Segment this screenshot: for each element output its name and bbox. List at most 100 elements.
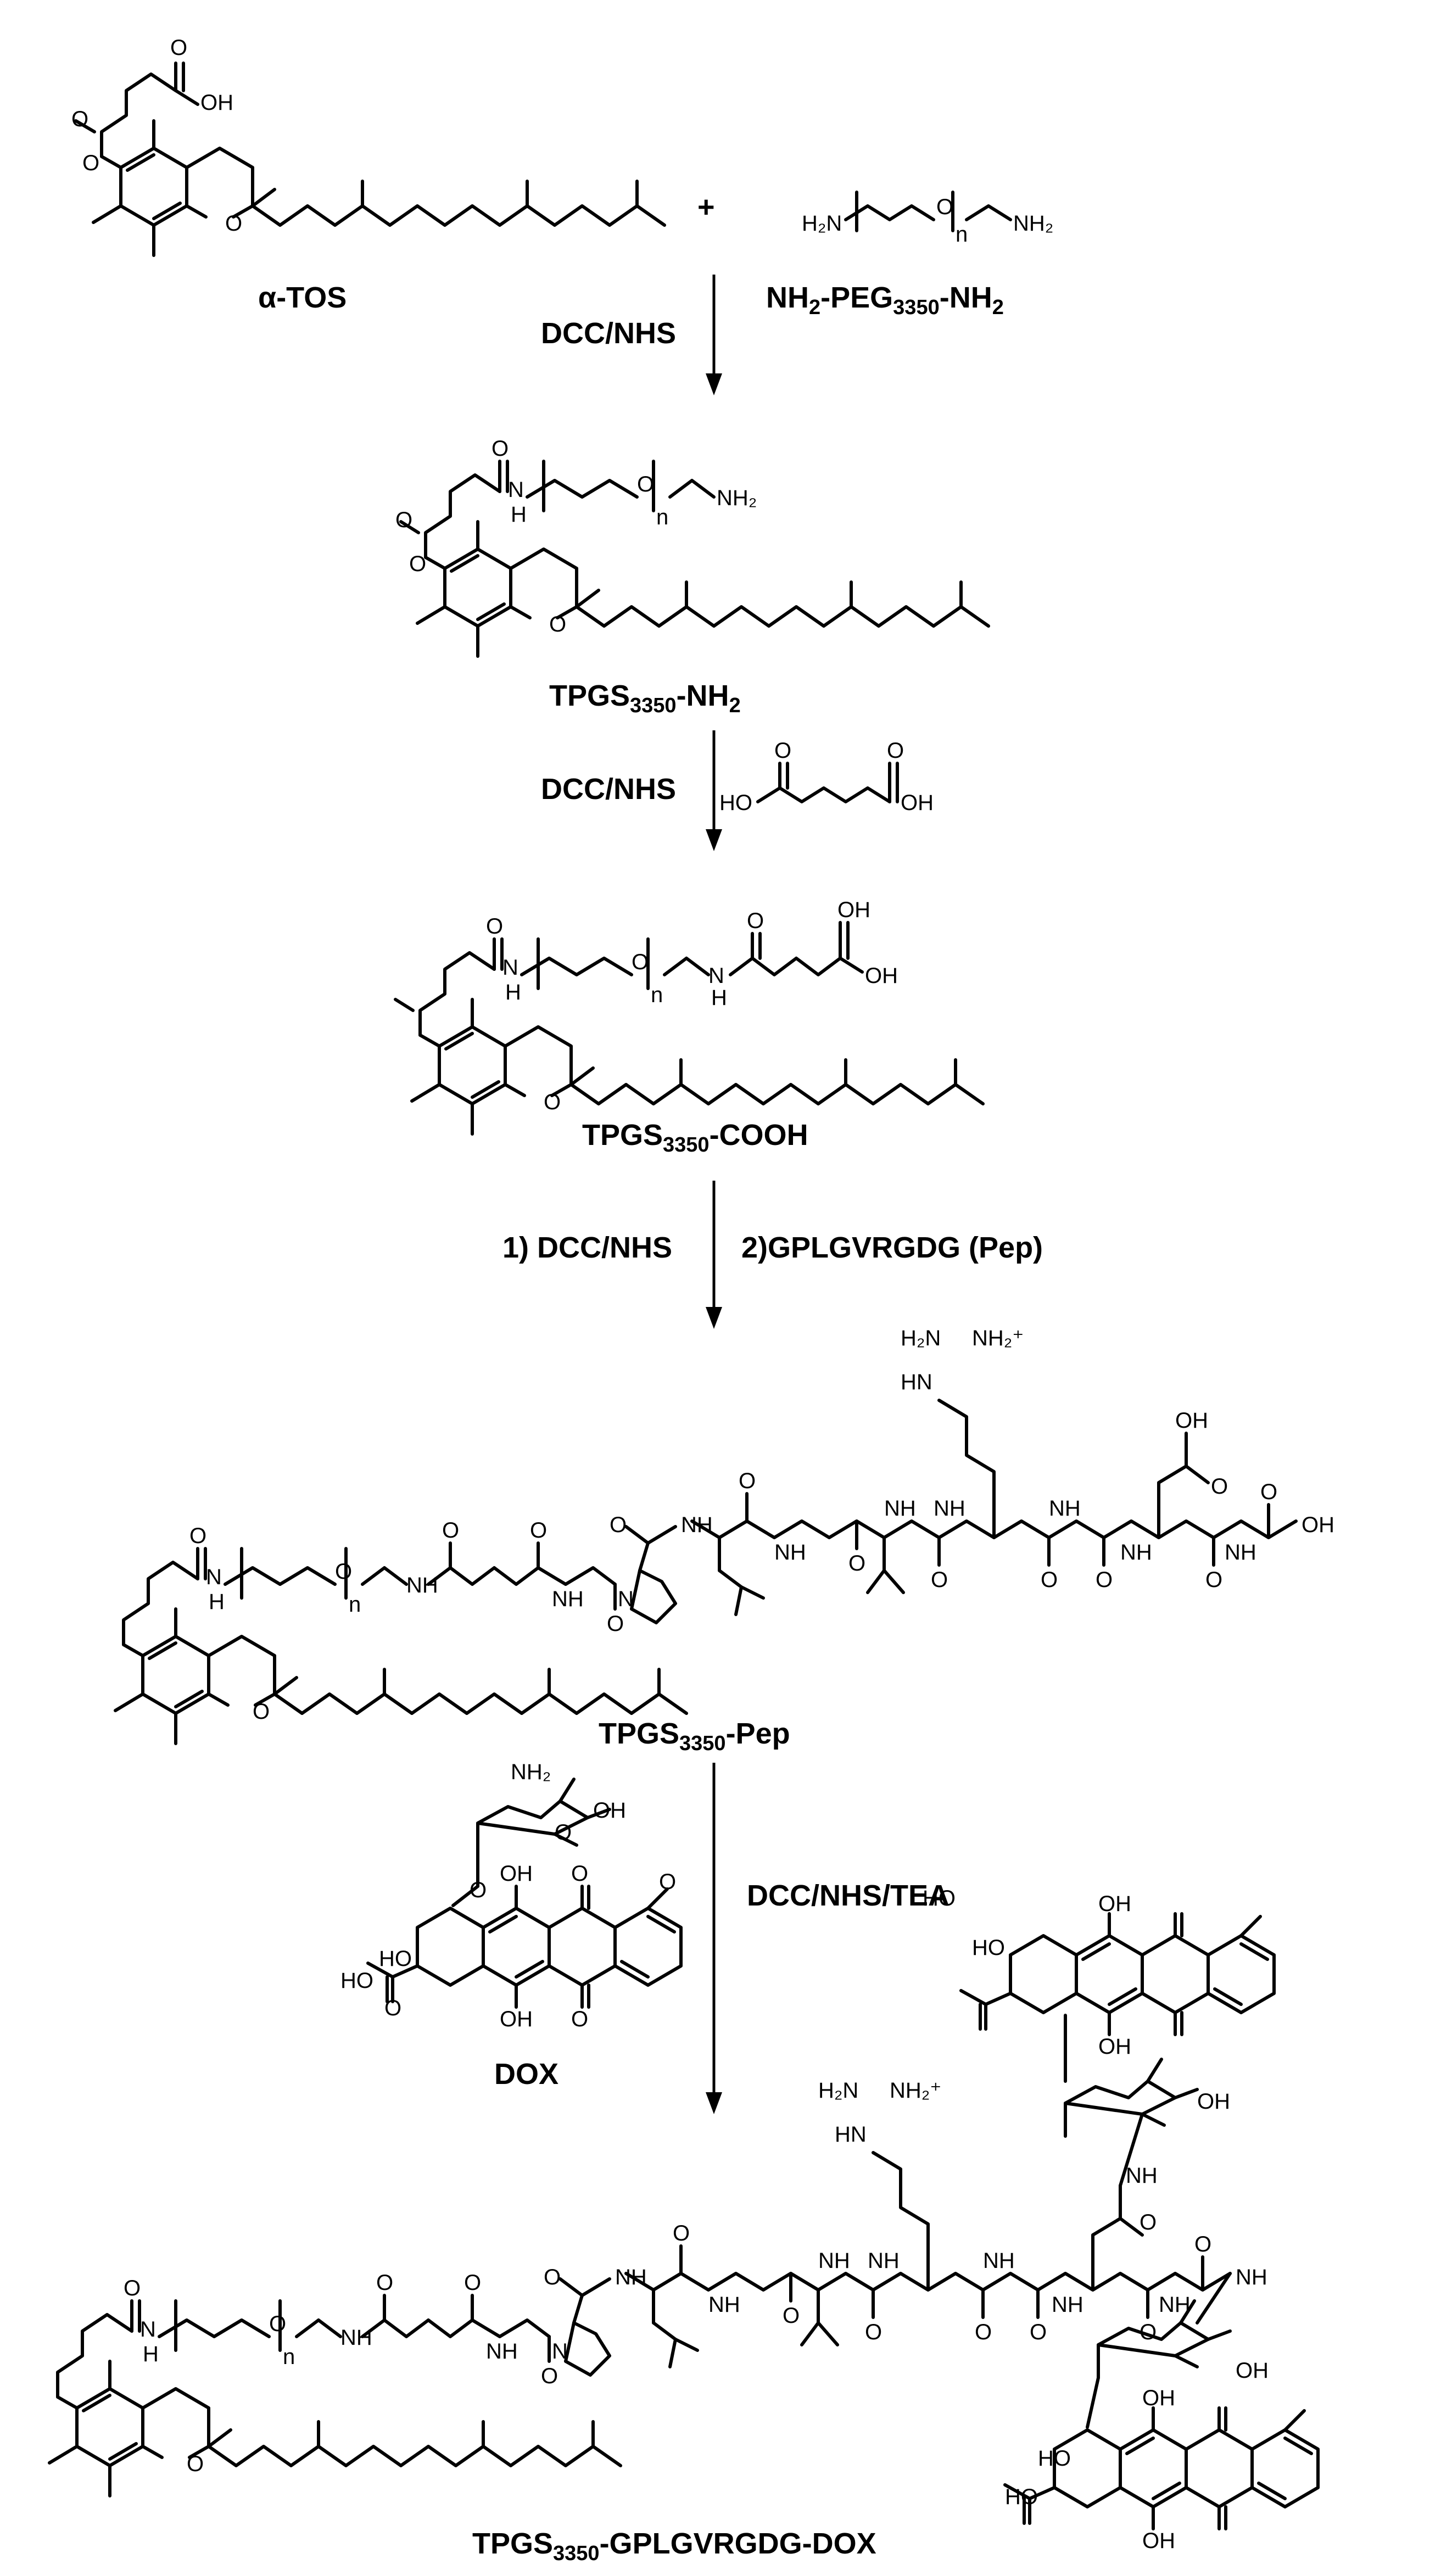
dox-methoxy-o: O — [659, 1870, 676, 1894]
final-h-atom-1: H — [143, 2342, 159, 2366]
tpgs-nh2-nh2: NH₂ — [717, 486, 757, 510]
final-nh-atom-3: NH — [615, 2265, 647, 2289]
tpgs-nh2-ester-o: O — [395, 508, 412, 532]
final-dox1-oh-1: OH — [1098, 1892, 1131, 1916]
cooh-chroman-o: O — [544, 1090, 561, 1114]
peg-nh2-atom: NH₂ — [1013, 211, 1053, 236]
final-carbonyl-o-9: O — [975, 2320, 992, 2344]
pep-carbonyl-o-11: O — [1205, 1568, 1222, 1592]
final-peg-o: O — [269, 2312, 286, 2336]
tpgs-nh2-n-atom: N — [508, 478, 524, 502]
final-dox1-ho2: HO — [972, 1936, 1005, 1960]
pep-peg-o: O — [335, 1560, 352, 1584]
pep-nh-atom-4: NH — [774, 1540, 806, 1564]
final-dox2-oh-1: OH — [1142, 2386, 1175, 2410]
dox-nh2-atom: NH₂ — [511, 1760, 551, 1784]
final-asp-carbonyl-o: O — [1140, 2210, 1157, 2234]
peg-label: NH2-PEG3350-NH2 — [766, 281, 1004, 319]
tpgs-nh2-o-atom: O — [637, 472, 654, 496]
cooh-repeat-n: n — [651, 983, 663, 1007]
dox-quinone-o-1: O — [571, 1862, 588, 1886]
tpgs-nh2-carbonyl-o: O — [491, 437, 509, 461]
final-arg-nh2plus: NH₂⁺ — [890, 2078, 941, 2103]
final-chroman-o: O — [187, 2452, 204, 2476]
ester-o-atom: O — [71, 107, 88, 131]
pep-nh-atom-6: NH — [934, 1496, 965, 1521]
final-nh-atom-9: NH — [1159, 2293, 1191, 2317]
tpgs-nh2-structure — [399, 460, 988, 656]
pep-carbonyl-o-9: O — [1041, 1568, 1058, 1592]
dox-label: DOX — [494, 2058, 558, 2091]
pep-nh-atom-3: NH — [681, 1513, 713, 1537]
tpgs-nh2-chroman-o: O — [549, 612, 566, 636]
pep-carbonyl-o-10: O — [1096, 1568, 1113, 1592]
final-carbonyl-o-8: O — [865, 2320, 882, 2344]
peg-diamine-structure — [844, 191, 1012, 232]
pep-carbonyl-o-7: O — [848, 1551, 865, 1575]
cooh-n-atom-2: N — [708, 964, 724, 988]
final-dox2-ho2: HO — [1005, 2485, 1038, 2509]
cooh-h-atom-2: H — [711, 986, 727, 1010]
pep-carbonyl-o-1: O — [189, 1524, 206, 1548]
pep-nh-atom-1: NH — [406, 1573, 438, 1597]
final-carbonyl-o-5: O — [544, 2265, 561, 2289]
pep-terminal-oh: OH — [1302, 1513, 1334, 1537]
pep-nh-atom-5: NH — [884, 1496, 916, 1521]
final-pro-n: N — [552, 2339, 568, 2363]
dox-sugar-o: O — [555, 1820, 572, 1845]
final-arg-hn: HN — [835, 2122, 867, 2147]
step3a-reagent: 1) DCC/NHS — [502, 1231, 672, 1264]
final-nh-atom-1: NH — [340, 2326, 372, 2350]
dox-oh-2: OH — [500, 2007, 533, 2031]
pep-carbonyl-o-8: O — [931, 1568, 948, 1592]
asp-carbonyl-o: O — [1211, 1474, 1228, 1499]
step2-reagent: DCC/NHS — [541, 773, 676, 806]
final-carbonyl-o-6: O — [673, 2221, 690, 2245]
step3b-reagent: 2)GPLGVRGDG (Pep) — [741, 1231, 1043, 1264]
final-carbonyl-o-1: O — [124, 2276, 141, 2300]
tpgs-cooh-label: TPGS3350-COOH — [582, 1119, 808, 1156]
final-dox2-sugar-oh: OH — [1236, 2359, 1269, 2383]
dox-keto-o: O — [384, 1996, 401, 2020]
pep-nh-atom-7: NH — [1049, 1496, 1081, 1521]
carbonyl-o-atom: O — [170, 36, 187, 60]
cooh-peg-o: O — [632, 950, 649, 974]
final-n-atom-1: N — [140, 2317, 156, 2342]
alpha-tos-structure — [74, 62, 664, 255]
pep-nh-atom-9: NH — [1225, 1540, 1256, 1564]
final-carbonyl-o-10: O — [1030, 2320, 1047, 2344]
cooh-h-atom-1: H — [505, 980, 521, 1004]
dox-ho-atom: HO — [379, 1947, 412, 1971]
cooh-oh-atom: OH — [865, 964, 898, 988]
final-nh-atom-7: NH — [983, 2249, 1015, 2273]
pep-carbonyl-o-3: O — [530, 1518, 547, 1543]
asp-oh-atom: OH — [1175, 1409, 1208, 1433]
arg-nh2plus-atom: NH₂⁺ — [972, 1326, 1024, 1350]
final-carbonyl-o-7: O — [783, 2304, 800, 2328]
ester-o-atom-2: O — [82, 151, 99, 175]
glutaric-acid-structure — [756, 762, 899, 803]
pep-h-atom-1: H — [209, 1590, 225, 1614]
peg-h2n-atom: H₂N — [802, 211, 842, 236]
final-dox2-ho: HO — [1038, 2446, 1071, 2471]
final-arg-h2n: H₂N — [818, 2078, 858, 2103]
peg-repeat-n: n — [956, 222, 968, 247]
peg-o-atom: O — [936, 195, 953, 219]
final-nh-atom-2: NH — [486, 2339, 518, 2363]
step4-reagent: DCC/NHS/TEA — [747, 1879, 950, 1912]
final-carbonyl-o-11: O — [1140, 2320, 1157, 2344]
dox-oh-1: OH — [500, 1862, 533, 1886]
final-nh-atom-4: NH — [708, 2293, 740, 2317]
final-nh-atom-5: NH — [818, 2249, 850, 2273]
tpgs-pep-label: TPGS3350-Pep — [599, 1717, 790, 1755]
final-dox1-ho: HO — [923, 1886, 956, 1910]
cooh-carbonyl-o-2: O — [747, 909, 764, 933]
final-nh-atom-8: NH — [1052, 2293, 1083, 2317]
arg-h2n-atom: H₂N — [901, 1326, 941, 1350]
tpgs-nh2-label: TPGS3350-NH2 — [549, 679, 741, 717]
final-dox1-sugar-oh: OH — [1197, 2089, 1230, 2114]
final-product-label: TPGS3350-GPLGVRGDG-DOX — [472, 2527, 876, 2565]
pep-repeat-n: n — [349, 1592, 361, 1617]
cooh-carbonyl-o-3: OH — [837, 898, 870, 922]
tpgs-nh2-repeat-n: n — [656, 505, 668, 529]
